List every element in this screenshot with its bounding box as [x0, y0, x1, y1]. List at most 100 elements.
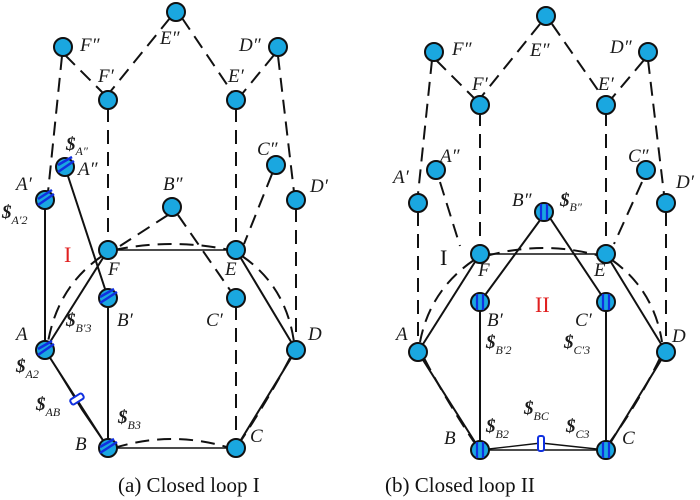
- loop-label-I: I: [64, 242, 71, 267]
- label-F1: F′: [471, 74, 489, 95]
- node-C2: [636, 160, 656, 180]
- dashed-links: [47, 17, 297, 449]
- joint-BC-marker: [537, 435, 545, 452]
- label-E1: E′: [227, 66, 245, 87]
- screw-label-B3: $B3: [117, 407, 141, 432]
- node-D2: [638, 42, 658, 62]
- label-C1: C′: [206, 310, 224, 331]
- node-C1: [596, 292, 616, 312]
- panel-closed-loop-1: F″ E″ D″ F′ E′ A″ A′ C″ D′ B″ F E B′ C′ …: [1, 2, 329, 497]
- label-A: A: [14, 324, 28, 345]
- screw-label-BC: $BC: [523, 398, 550, 423]
- node-A: [408, 342, 428, 362]
- node-E1: [596, 95, 616, 115]
- dashed-links: [417, 23, 667, 443]
- label-E2: E″: [159, 28, 181, 49]
- screw-label-B1-2: $B′2: [485, 332, 511, 357]
- node-E2-apex: [536, 6, 556, 26]
- label-A2: A″: [76, 159, 99, 180]
- label-C1: C′: [575, 310, 593, 331]
- node-E: [596, 244, 616, 264]
- node-C: [226, 438, 246, 458]
- node-F2: [424, 42, 444, 62]
- node-labels: F″ E″ D″ F′ E′ A″ A′ C″ D′ B″ F E B′ C′ …: [14, 28, 329, 455]
- node-B1: [470, 292, 490, 312]
- label-B1: B′: [487, 310, 504, 331]
- label-A1: A′: [14, 174, 33, 195]
- label-F2: F″: [451, 39, 473, 60]
- node-C2: [266, 155, 286, 175]
- node-F: [98, 240, 118, 260]
- label-E: E: [224, 259, 237, 280]
- label-D1: D′: [675, 172, 695, 193]
- nodes: [35, 2, 306, 458]
- screw-label-C3: $C3: [565, 416, 590, 441]
- loop-label-II: II: [535, 292, 550, 317]
- node-E2-apex: [166, 2, 186, 22]
- joint-hatches: [475, 204, 611, 458]
- label-C2: C″: [257, 139, 279, 160]
- screw-label-A1-2: $A′2: [1, 202, 27, 227]
- label-D: D: [307, 324, 322, 345]
- node-B: [470, 440, 490, 460]
- node-E1: [226, 90, 246, 110]
- screw-label-B2: $B2: [485, 416, 509, 441]
- screw-label-AB: $AB: [35, 394, 61, 419]
- node-B2: [162, 197, 182, 217]
- loop-label-I-secondary: I: [440, 245, 447, 270]
- screw-label-A2: $A2: [15, 356, 39, 381]
- node-D1: [286, 190, 306, 210]
- label-F1: F′: [97, 66, 115, 87]
- label-D: D: [671, 326, 686, 347]
- node-D1: [656, 193, 676, 213]
- label-A1: A′: [391, 167, 410, 188]
- node-E: [226, 240, 246, 260]
- node-F: [470, 244, 490, 264]
- node-F2: [53, 37, 73, 57]
- label-D1: D′: [309, 176, 329, 197]
- label-F: F: [477, 260, 490, 281]
- panel-closed-loop-2: F″ E″ D″ F′ E′ A″ A′ C″ D′ B″ F E B′ C′ …: [385, 6, 695, 497]
- label-C: C: [250, 426, 263, 447]
- joint-hatches: [37, 155, 118, 455]
- screw-labels: $A″ $A′2 $B′3 $A2 $AB $B3: [1, 134, 141, 432]
- node-D: [656, 342, 676, 362]
- joint-AB-marker: [69, 392, 85, 406]
- nodes: [408, 6, 676, 460]
- label-A2: A″: [438, 146, 461, 167]
- label-C2: C″: [628, 146, 650, 167]
- label-B: B: [444, 428, 456, 449]
- screw-label-B2dd: $B″: [559, 190, 583, 214]
- node-F1: [470, 95, 490, 115]
- node-D2: [268, 37, 288, 57]
- node-A2: [426, 160, 446, 180]
- label-B1: B′: [117, 310, 134, 331]
- label-D2: D″: [609, 37, 633, 58]
- node-C: [596, 440, 616, 460]
- label-E2: E″: [529, 40, 551, 61]
- caption-b: (b) Closed loop II: [385, 473, 535, 497]
- caption-a: (a) Closed loop I: [118, 473, 260, 497]
- label-F2: F″: [79, 35, 101, 56]
- label-C: C: [622, 428, 635, 449]
- screw-label-A2dd: $A″: [65, 134, 89, 158]
- node-F1: [98, 90, 118, 110]
- label-A: A: [394, 324, 408, 345]
- screw-labels: $B″ $B′2 $C′3 $BC $B2 $C3: [485, 190, 590, 441]
- node-C1: [226, 288, 246, 308]
- node-D: [286, 340, 306, 360]
- screw-label-B1-3: $B′3: [65, 310, 91, 335]
- label-B2: B″: [163, 174, 184, 195]
- node-B2: [534, 202, 554, 222]
- label-B2: B″: [512, 190, 533, 211]
- node-A1: [408, 193, 428, 213]
- label-B: B: [75, 434, 87, 455]
- screw-label-C1-3: $C′3: [563, 332, 590, 357]
- label-E: E: [593, 260, 606, 281]
- label-F: F: [107, 259, 120, 280]
- solid-links: [417, 211, 667, 451]
- label-D2: D″: [238, 35, 262, 56]
- node-labels: F″ E″ D″ F′ E′ A″ A′ C″ D′ B″ F E B′ C′ …: [391, 37, 695, 449]
- label-E1: E′: [597, 74, 615, 95]
